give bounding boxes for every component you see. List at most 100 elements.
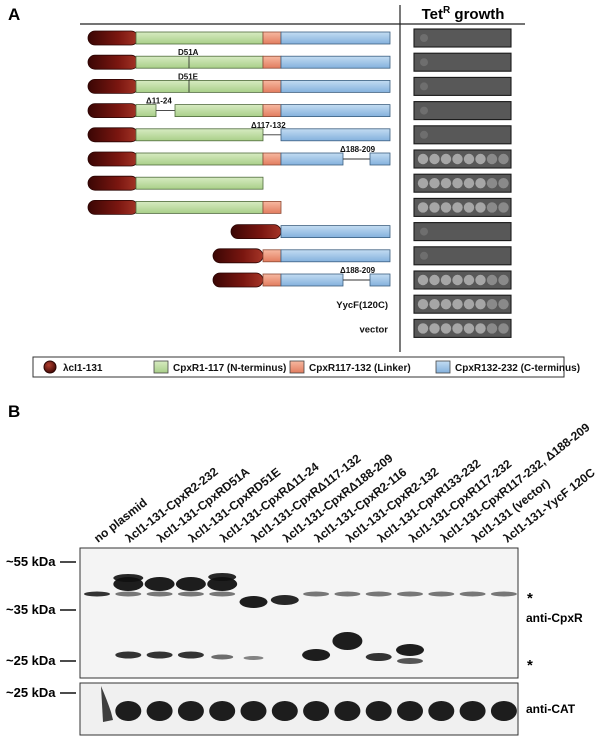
- linker-domain: [262, 55, 282, 69]
- blot-band: [208, 573, 237, 581]
- c-terminus-domain: [280, 273, 344, 287]
- c-terminus-domain: [280, 152, 344, 166]
- construct-label: Δ188-209: [340, 266, 376, 275]
- growth-plate: [413, 318, 512, 338]
- blot-band: [397, 591, 423, 597]
- c-terminus-domain: [280, 225, 391, 239]
- lambda-swatch: [43, 360, 57, 374]
- marker-25: ~25 kDa: [6, 653, 56, 668]
- blot-band: [239, 596, 268, 608]
- blot-band: [146, 651, 173, 659]
- blot-band: [302, 649, 331, 661]
- construct-row: [212, 248, 391, 264]
- construct-row: [87, 175, 264, 191]
- colony-spot: [440, 274, 452, 286]
- colony-spot: [420, 82, 428, 91]
- c-terminus-domain: [369, 152, 391, 166]
- linker-domain: [262, 273, 282, 287]
- colony-spot: [452, 323, 463, 334]
- colony-spot: [498, 299, 509, 310]
- blot-band: [334, 591, 361, 597]
- blot-band: [146, 701, 173, 721]
- construct-row: [230, 224, 391, 240]
- linker-domain: [262, 104, 282, 117]
- lambda-domain: [87, 151, 139, 167]
- colony-spot: [486, 202, 498, 213]
- lambda-domain: [87, 127, 139, 143]
- blot-band: [177, 651, 204, 659]
- colony-spot: [429, 323, 440, 334]
- colony-spot: [417, 323, 429, 334]
- n-terminus-domain: [135, 55, 264, 69]
- blot-band: [332, 632, 363, 650]
- growth-plate: [413, 101, 512, 121]
- colony-spot: [475, 299, 486, 310]
- colony-spot: [429, 178, 440, 189]
- colony-spot: [429, 299, 440, 310]
- construct-row: [87, 199, 282, 215]
- growth-header: TetR growth: [422, 5, 505, 23]
- colony-spot: [463, 274, 475, 286]
- n-terminus-domain: [135, 128, 264, 142]
- construct-label: vector: [359, 324, 388, 335]
- blot-band: [115, 701, 142, 721]
- lambda-domain: [87, 79, 139, 94]
- colony-spot: [486, 323, 498, 334]
- colony-spot: [486, 274, 498, 286]
- colony-spot: [440, 178, 452, 189]
- construct-label: YycF(120C): [336, 300, 388, 311]
- blot-band: [175, 577, 206, 591]
- marker-25-bottom: ~25 kDa: [6, 685, 56, 700]
- construct-row: Δ11-24: [87, 97, 391, 118]
- colony-spot: [417, 178, 429, 189]
- blot-band: [209, 701, 236, 721]
- linker-domain: [262, 31, 282, 45]
- n-terminus-domain: [135, 200, 264, 214]
- blot-band: [113, 574, 144, 582]
- colony-spot: [475, 323, 486, 334]
- colony-spot: [463, 299, 475, 310]
- linker-domain: [262, 249, 282, 263]
- colony-spot: [420, 130, 428, 139]
- plate-background: [413, 222, 512, 242]
- colony-spot: [463, 178, 475, 189]
- construct-row: YycF(120C): [336, 300, 388, 311]
- blot-band: [207, 577, 238, 591]
- construct-label: Δ117-132: [251, 121, 286, 130]
- lane-labels: no plasmidλcI1-131-CpxR2-232λcI1-131-Cpx…: [91, 420, 598, 545]
- colony-spot: [417, 274, 429, 286]
- construct-row: Δ117-132: [87, 121, 391, 143]
- blot-band: [490, 701, 517, 721]
- blot-band: [84, 591, 110, 597]
- n-terminus-domain: [135, 104, 157, 117]
- colony-spot: [429, 153, 440, 165]
- blot-band: [365, 591, 392, 597]
- colony-spot: [475, 274, 486, 286]
- anti-cat-bands: [101, 686, 517, 722]
- colony-spot: [498, 178, 509, 189]
- c-swatch: [435, 360, 451, 374]
- lambda-domain: [87, 175, 139, 191]
- colony-spot: [417, 153, 429, 165]
- growth-plate: [413, 149, 512, 169]
- colony-spot: [420, 58, 428, 67]
- n-terminus-domain: [135, 152, 264, 166]
- c-terminus-domain: [280, 55, 391, 69]
- blot-band: [243, 656, 264, 660]
- growth-plate: [413, 173, 512, 193]
- legend-text: CpxR132-232 (C-terminus): [455, 363, 580, 374]
- colony-spot: [440, 323, 452, 334]
- lambda-domain: [87, 103, 139, 118]
- linker-domain: [262, 152, 282, 166]
- growth-plate: [413, 76, 512, 96]
- colony-spot: [440, 299, 452, 310]
- colony-spot: [498, 202, 509, 213]
- colony-spot: [440, 202, 452, 213]
- colony-spot: [498, 153, 509, 165]
- construct-row: vector: [359, 324, 388, 335]
- lambda-domain: [212, 248, 264, 264]
- colony-spot: [475, 202, 486, 213]
- colony-spot: [429, 274, 440, 286]
- c-terminus-domain: [369, 273, 391, 287]
